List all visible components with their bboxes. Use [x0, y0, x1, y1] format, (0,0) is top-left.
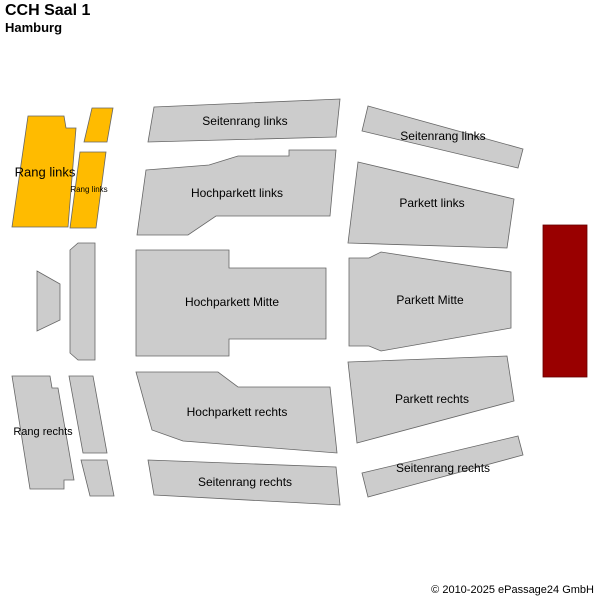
label-rang-links-small: Rang links [70, 185, 107, 194]
section-seitenrang-rechts-right[interactable] [361, 435, 524, 498]
section-rang-links[interactable] [11, 115, 77, 228]
label-hochparkett-mitte: Hochparkett Mitte [185, 295, 279, 309]
label-parkett-mitte: Parkett Mitte [396, 293, 464, 307]
section-side-wedge-left[interactable] [36, 270, 61, 332]
label-rang-links: Rang links [15, 164, 76, 179]
label-seitenrang-rechts-left: Seitenrang rechts [198, 475, 292, 489]
section-parkett-mitte[interactable] [348, 251, 512, 352]
section-side-column-left[interactable] [69, 242, 96, 361]
section-hochparkett-mitte[interactable] [135, 249, 327, 357]
section-rang-rechts-small[interactable] [80, 459, 115, 497]
label-hochparkett-links: Hochparkett links [191, 186, 283, 200]
stage [542, 224, 588, 378]
label-seitenrang-links-right: Seitenrang links [400, 129, 485, 143]
label-parkett-rechts: Parkett rechts [395, 392, 469, 406]
section-hochparkett-links[interactable] [136, 149, 337, 236]
section-seitenrang-rechts-left[interactable] [147, 459, 341, 506]
label-parkett-links: Parkett links [399, 196, 464, 210]
section-rang-links-small[interactable] [69, 151, 107, 229]
label-seitenrang-links-left: Seitenrang links [202, 114, 287, 128]
section-parkett-rechts[interactable] [347, 355, 515, 444]
label-seitenrang-rechts-right: Seitenrang rechts [396, 461, 490, 475]
section-rang-links-upper-small[interactable] [83, 107, 114, 143]
section-seitenrang-links-right[interactable] [361, 105, 524, 169]
label-rang-rechts: Rang rechts [13, 426, 73, 438]
section-hochparkett-rechts[interactable] [135, 371, 338, 454]
section-seitenrang-links-left[interactable] [147, 98, 341, 143]
section-rang-rechts[interactable] [11, 375, 75, 490]
venue-city: Hamburg [5, 20, 63, 35]
section-rang-rechts-column[interactable] [68, 375, 108, 454]
copyright-notice: © 2010-2025 ePassage24 GmbH [431, 584, 594, 596]
venue-title: CCH Saal 1 [5, 2, 91, 19]
section-parkett-links[interactable] [347, 161, 515, 249]
label-hochparkett-rechts: Hochparkett rechts [187, 405, 288, 419]
